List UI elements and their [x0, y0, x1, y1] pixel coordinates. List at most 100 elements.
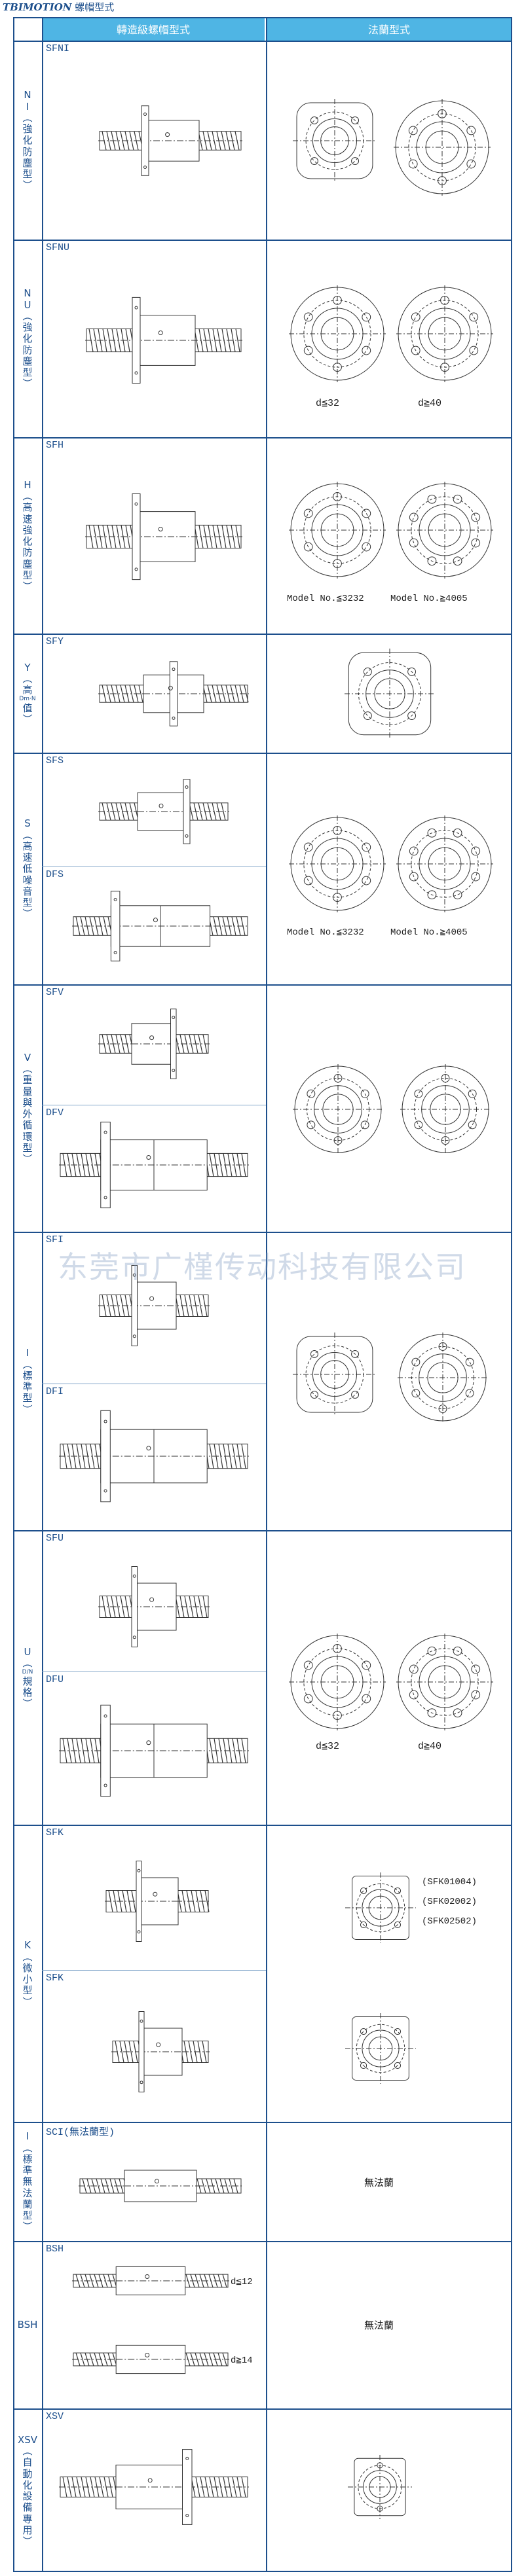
- side-label-char: 環: [22, 1130, 33, 1143]
- flange-caption: Model No.≧4005: [390, 927, 468, 938]
- nut-drawing-sfk-1: [105, 1852, 210, 1950]
- row-divider: [13, 1232, 512, 1233]
- side-label-char: 高: [22, 840, 33, 852]
- side-label-char: 型: [22, 168, 33, 181]
- brand-name: TBIMOTION: [3, 1, 72, 13]
- drawing-svg: [396, 815, 493, 912]
- side-label-s: S︵高速低噪音型︶: [13, 754, 42, 984]
- drawing-svg: [59, 2449, 249, 2525]
- nut-drawing-sfnu: [85, 288, 242, 393]
- side-label-u-chars: U︵: [22, 1645, 32, 1670]
- side-label-char: ︶: [22, 179, 33, 192]
- flange-caption: d≦32: [316, 1741, 340, 1752]
- flange-drawing: [288, 478, 386, 582]
- side-label-char: I: [26, 100, 29, 113]
- side-label-char: 動: [22, 2467, 33, 2480]
- drawing-svg: [98, 1009, 210, 1079]
- side-label-xsv: XSV︵自動化設備專用︶: [13, 2410, 42, 2572]
- side-label-char: 速: [22, 512, 33, 525]
- drawing-svg: [72, 2344, 229, 2374]
- header-left: 轉造級螺帽型式: [42, 17, 265, 41]
- side-label-char: XSV: [17, 2433, 38, 2446]
- side-label-k: K︵微小型︶: [13, 1826, 42, 2122]
- flange-drawing: [396, 281, 494, 386]
- side-label-y: Y︵高 Dm·N 值︶: [13, 635, 42, 753]
- drawing-svg: [79, 2170, 242, 2202]
- nut-drawing-sfh: [85, 484, 242, 589]
- side-label-char: 與: [22, 1096, 33, 1109]
- sub-row-divider: [42, 1970, 266, 1971]
- drawing-svg: [396, 1634, 493, 1730]
- drawing-svg: [59, 1704, 249, 1797]
- drawing-svg: [85, 296, 242, 384]
- drawing-svg: [98, 1265, 210, 1346]
- side-label-char: I: [26, 2130, 29, 2143]
- side-label-char: ︶: [22, 378, 33, 390]
- side-label-char: 速: [22, 851, 33, 864]
- nut-drawing-bsh-1: [72, 2251, 229, 2310]
- nut-drawing-dfv: [59, 1113, 249, 1217]
- watermark: 东莞市广槿传动科技有限公司: [58, 1249, 466, 1285]
- side-label-char: Y: [24, 661, 31, 673]
- side-label-bsh: BSH: [13, 2242, 42, 2408]
- flange-caption: Model No.≧4005: [390, 594, 468, 604]
- side-label-char: 備: [22, 2501, 33, 2514]
- side-label-char: I: [26, 1347, 29, 1359]
- side-label-u-small: D/N: [22, 1669, 33, 1676]
- row-divider: [13, 984, 512, 986]
- side-label-char: ︵: [22, 672, 33, 685]
- drawing-svg: [72, 891, 249, 961]
- drawing-svg: [345, 2013, 416, 2084]
- side-label-char: 強: [22, 524, 33, 536]
- model-label: SCI(無法蘭型): [46, 2127, 115, 2138]
- side-label-char: ︵: [22, 1063, 33, 1075]
- side-label-char: 塵: [22, 355, 33, 367]
- side-label-char: 化: [22, 2478, 33, 2491]
- side-label-char: 蘭: [22, 2198, 33, 2210]
- side-label-char: 型: [22, 897, 33, 909]
- flange-drawing: [288, 281, 386, 386]
- model-label: XSV: [46, 2411, 64, 2422]
- row-divider: [13, 240, 512, 241]
- drawing-svg: [394, 99, 491, 196]
- model-label: SFNU: [46, 242, 70, 253]
- drawing-svg: [289, 1634, 386, 1730]
- side-label-char: ︵: [22, 2141, 33, 2154]
- row-divider: [13, 1530, 512, 1531]
- drawing-svg: [345, 1872, 416, 1943]
- header-right: 法蘭型式: [267, 17, 511, 41]
- drawing-svg: [72, 2266, 229, 2296]
- side-label-char: N: [24, 287, 31, 300]
- side-label-char: 專: [22, 2513, 33, 2525]
- drawing-svg: [85, 493, 242, 581]
- side-label-char: U: [24, 1645, 31, 1658]
- nut-drawing-dfi: [59, 1401, 249, 1512]
- side-label-char: ︵: [22, 1950, 33, 1963]
- side-label-char: 防: [22, 145, 33, 158]
- side-label-char: 法: [22, 2187, 33, 2199]
- side-label-u-chars-2: 規格︶: [22, 1675, 32, 1710]
- side-label-char: ︶: [22, 1153, 33, 1165]
- bsh-dim-caption: d≧14: [231, 2355, 253, 2366]
- side-label-char: ︵: [22, 111, 33, 124]
- side-label-char: 型: [22, 1141, 33, 1154]
- row-divider: [13, 1825, 512, 1826]
- side-label-char: 準: [22, 2164, 33, 2177]
- side-label-char: U: [24, 298, 31, 311]
- model-label: SFK: [46, 1827, 64, 1838]
- flange-drawing: [400, 1060, 491, 1158]
- flange-drawing: [288, 812, 386, 916]
- model-label: BSH: [46, 2244, 64, 2255]
- flange-caption: Model No.≦3232: [287, 927, 364, 938]
- drawing-svg: [59, 1410, 249, 1503]
- flange-drawing: [345, 1859, 417, 1957]
- side-label-i: I︵標準型︶: [13, 1233, 42, 1530]
- side-label-v: V︵重量與外循環型︶: [13, 986, 42, 1232]
- model-label: SFS: [46, 755, 64, 766]
- drawing-svg: [98, 105, 242, 176]
- flange-caption: d≧40: [418, 398, 442, 409]
- nut-drawing-dfs: [72, 884, 249, 969]
- row-divider: [13, 2241, 512, 2242]
- flange-drawing: [292, 1329, 377, 1420]
- side-label-char: 化: [22, 535, 33, 547]
